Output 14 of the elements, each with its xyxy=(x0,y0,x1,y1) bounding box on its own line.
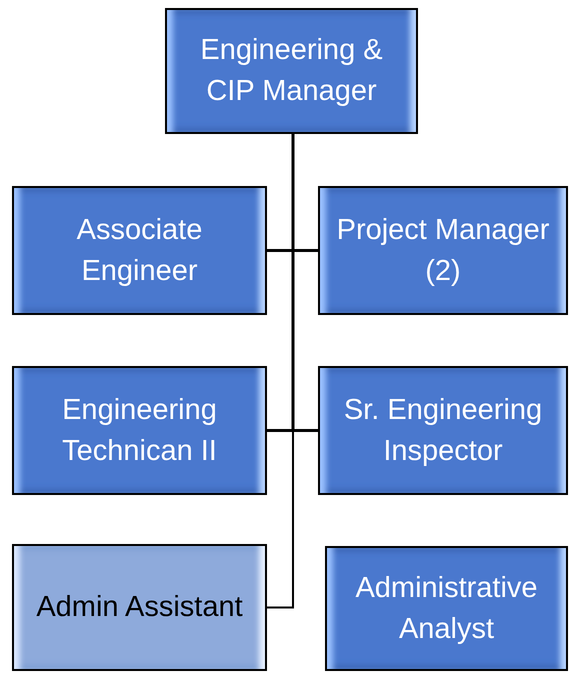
position-box xyxy=(12,544,267,671)
job-title: Administrative Analyst xyxy=(354,570,539,646)
job-title: Engineering & CIP Manager xyxy=(199,33,384,109)
position-box xyxy=(12,366,267,495)
job-title: Associate Engineer xyxy=(76,212,204,288)
job-title: Engineering Technican II xyxy=(61,392,218,468)
position-box xyxy=(318,366,568,495)
position-box xyxy=(165,8,418,134)
position-box xyxy=(12,186,267,315)
position-box xyxy=(318,186,568,315)
position-box xyxy=(325,546,568,671)
job-title: Project Manager (2) xyxy=(336,212,550,288)
job-title: Admin Assistant xyxy=(36,590,243,626)
job-title: Sr. Engineering Inspector xyxy=(342,392,544,468)
